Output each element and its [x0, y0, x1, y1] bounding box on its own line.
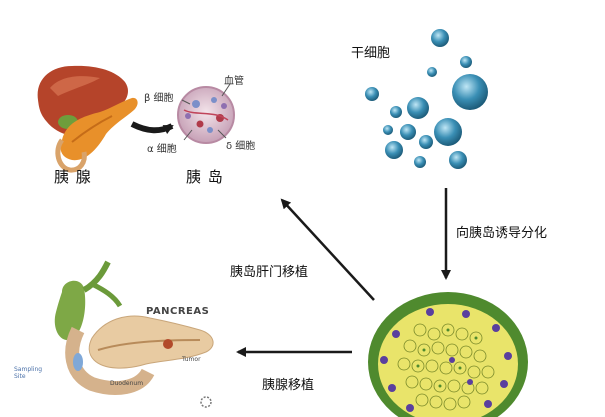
organ-illustration: [54, 260, 214, 408]
liver-pancreas-illustration: [37, 65, 138, 173]
pancreas-label: 胰 腺: [54, 168, 92, 186]
liver-highlight: [50, 76, 100, 96]
islet-label: 胰 岛: [186, 168, 224, 186]
leader-vessel: [221, 83, 231, 97]
gallbladder: [54, 280, 86, 341]
stem-cells-illustration: [365, 29, 488, 169]
duodenum-small: [55, 138, 87, 173]
bile-duct-2: [90, 281, 123, 308]
small-cell-icon: [200, 396, 212, 408]
blood-vessel-label: 血管: [224, 76, 244, 87]
pancreas-shape: [60, 97, 138, 161]
tumor-label: Tumor: [182, 356, 201, 363]
leader-alpha: [183, 129, 193, 141]
alpha-cell-label: α 细胞: [147, 144, 177, 155]
pancreas-to-islet-arrow: [130, 121, 174, 135]
stem-cells-label: 干细胞: [351, 46, 391, 61]
cluster-cells-yellow: [397, 323, 495, 411]
beta-cell-label: β 细胞: [144, 93, 174, 104]
duodenum-label: Duodenum: [110, 380, 144, 387]
pancreas-texture: [71, 115, 113, 143]
cluster-cells-purple: [380, 308, 512, 412]
pancreas-title-label: PANCREAS: [146, 306, 210, 317]
cluster-nuclei: [416, 328, 478, 388]
islet-liver-transplant-arrow: [280, 198, 375, 301]
delta-cell-label: δ 细胞: [226, 141, 256, 152]
pancreas-transplant-label: 胰腺移植: [262, 378, 315, 393]
leader-delta: [217, 129, 227, 139]
islet-illustration: [177, 86, 235, 144]
duodenum: [65, 326, 155, 395]
tumor-mark: [163, 339, 173, 349]
induce-label: 向胰岛诱导分化: [456, 226, 548, 241]
sampling-device: [73, 353, 83, 371]
leader-beta: [181, 99, 191, 105]
differentiated-islet-cluster: [368, 292, 528, 417]
islet-liver-transplant-label: 胰岛肝门移植: [230, 265, 309, 280]
sampling-site-label: Sampling Site: [14, 366, 43, 380]
pancreatic-duct: [97, 339, 201, 351]
bile-duct: [82, 260, 111, 293]
